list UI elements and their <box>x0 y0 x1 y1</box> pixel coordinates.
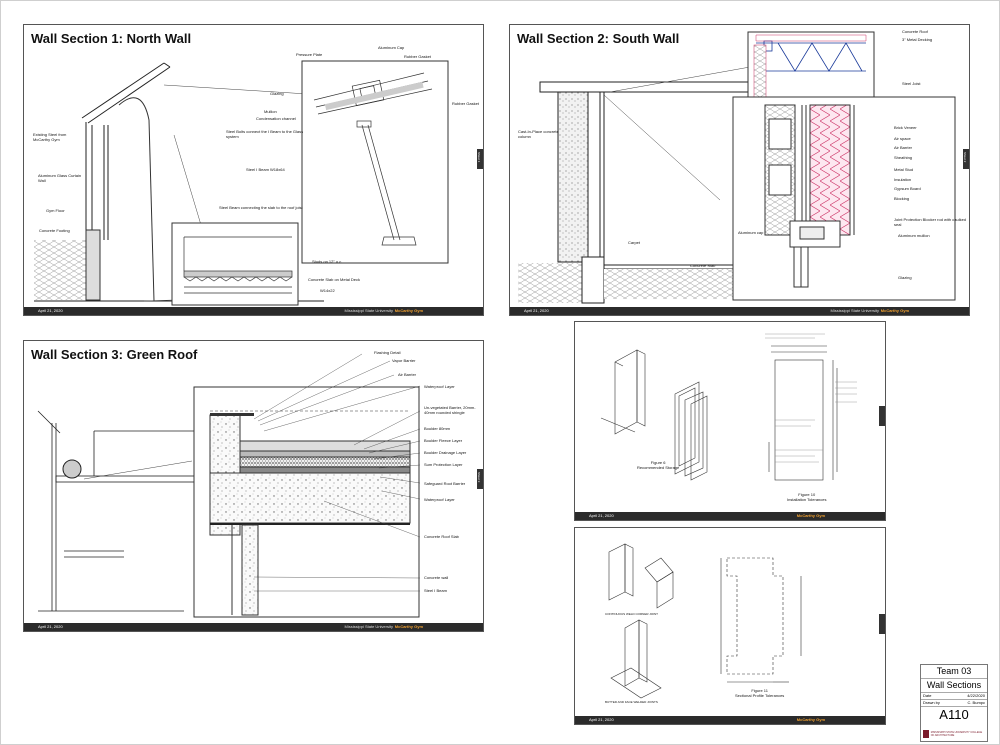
date-label: Date <box>923 693 932 698</box>
drawn-by-label: Drawn by <box>923 700 940 705</box>
logo-mark-icon <box>923 730 929 738</box>
sheet-green-roof: Wall Section 3: Green Roof <box>23 340 484 632</box>
label-existing-steel: Existing Steel from McCarthy Gym <box>33 132 67 142</box>
label-steel-bolts: Steel Bolts connect the I Beam to the Gl… <box>226 129 304 139</box>
label-flashing-detail: Flashing Detail <box>374 350 401 355</box>
sheet-footer: April 21, 2020 Mississippi State Univers… <box>510 307 969 315</box>
sheet-footer: April 21, 2020 McCarthy Gym <box>575 512 885 520</box>
installation-tolerance-drawing <box>600 333 857 481</box>
label-carpet: Carpet <box>628 240 641 245</box>
label-rubber-gasket: Rubber Gasket <box>404 54 431 59</box>
sheet-tab: Sheet 2 <box>963 149 969 169</box>
team-name: Team 03 <box>921 665 987 679</box>
label-w14x22: W14x22 <box>320 288 335 293</box>
label-steel-i-beam: Steel I Beam <box>424 588 447 593</box>
label-concrete-slab: Concrete Slab <box>690 263 716 268</box>
sheet-north-wall: Wall Section 1: North Wall <box>23 24 484 316</box>
label-boulder-fleece: Boulder Fleece Layer <box>424 438 463 443</box>
label-concrete-wall: Concrete wall <box>424 575 449 580</box>
label-steel-joist: Steel Joist <box>902 81 921 86</box>
label-steel-beam-slab: Steel Beam connecting the slab to the ro… <box>219 205 303 210</box>
label-brick-veneer: Brick Veneer <box>894 125 917 130</box>
label-aluminum-mullion: Aluminum mullion <box>898 233 930 238</box>
figure-caption-sectional: Figure 11 Sectional Profile Tolerances <box>735 688 785 698</box>
label-concrete-roof-slab: Concrete Roof Slab <box>424 534 459 539</box>
figure-caption-storage: Figure 6 Recommended Storage <box>637 460 680 470</box>
label-mullion: Mullion <box>264 109 277 114</box>
label-glazing: Glazing <box>270 91 284 96</box>
label-waterproof-layer: Waterproof Layer <box>424 384 455 389</box>
figure-caption-installation: Figure 10 Installation Tolerances <box>787 492 827 502</box>
sheet-name: Wall Sections <box>921 678 987 693</box>
label-gypsum-board: Gypsum Board <box>894 186 921 191</box>
sheet-footer: April 21, 2020 Mississippi State Univers… <box>24 307 483 315</box>
sheet-number: A110 <box>939 707 969 722</box>
label-air-barrier: Air Barrier <box>894 145 913 150</box>
sheet-south-wall: Wall Section 2: South Wall <box>509 24 970 316</box>
label-metal-decking: 3" Metal Decking <box>902 37 933 42</box>
label-gym-floor: Gym Floor <box>46 208 65 213</box>
date-value: 4/22/2020 <box>967 693 985 698</box>
label-aluminum-cap: Aluminum cap <box>738 230 764 235</box>
profile-tolerance-drawing <box>608 543 802 699</box>
university-logo: MISSISSIPPI STATE UNIVERSITY COLLEGE OF … <box>923 729 985 739</box>
label-sheathing: Sheathing <box>894 155 913 160</box>
label-steel-i-beam: Steel I Beam W18x64 <box>246 167 285 172</box>
label-curtain-wall: Aluminum Glass Curtain Wall <box>38 173 82 183</box>
label-boulder-drainage: Boulder Drainage Layer <box>424 450 467 455</box>
figure-caption-corner-joint: CONTINUOUS WELD CORNER JOINT <box>605 612 659 616</box>
sheet-tab: Sheet 3 <box>477 469 483 489</box>
sheet-footer: April 21, 2020 Mississippi State Univers… <box>24 623 483 631</box>
label-air-space: Air space <box>894 136 911 141</box>
sheet-tab <box>879 406 885 426</box>
sheet-footer: April 21, 2020 McCarthy Gym <box>575 716 885 724</box>
green-roof-section-drawing <box>37 353 421 618</box>
label-condensation-channel: Condensation channel <box>256 116 296 121</box>
drawn-by-row: Drawn by C. Bumpc <box>921 699 987 707</box>
south-wall-section-drawing <box>518 31 956 304</box>
label-waterproof-layer-2: Waterproof Layer <box>424 497 455 502</box>
label-insulation: Insulation <box>894 177 912 182</box>
figure-caption-butted-joints: BUTTED AND FACE WELDED JOINTS <box>605 700 658 704</box>
label-studs: Studs on 12" o.c. <box>312 259 343 264</box>
label-concrete-footing: Concrete Footing <box>39 228 70 233</box>
sheet-profile-tolerances: CONTINUOUS WELD CORNER JOINT BUTTED AND … <box>574 527 886 725</box>
label-root-barrier: Safeguard Root Barrier <box>424 481 466 486</box>
label-rubber-gasket-2: Rubber Gasket <box>452 101 479 106</box>
sheet-tab: Sheet 1 <box>477 149 483 169</box>
label-blocking: Blocking <box>894 196 910 201</box>
date-row: Date 4/22/2020 <box>921 692 987 700</box>
drawn-by-value: C. Bumpc <box>967 700 985 705</box>
label-concrete-slab-deck: Concrete Slab on Metal Deck <box>308 277 361 282</box>
label-air-barrier: Air Barrier <box>398 372 417 377</box>
label-joint-protection: Joint Protection Blocker rod with caulke… <box>894 217 967 227</box>
sheet-title: Wall Section 1: North Wall <box>31 31 192 46</box>
label-concrete-roof: Concrete Roof <box>902 29 928 34</box>
title-block: Team 03 Wall Sections Date 4/22/2020 Dra… <box>920 664 988 742</box>
sheet-title: Wall Section 3: Green Roof <box>31 347 198 362</box>
label-aluminum-cap: Aluminum Cap <box>378 45 405 50</box>
label-sum-protection: Sum Protection Layer <box>424 462 463 467</box>
label-cast-in-place: Cast-In-Place concrete column <box>518 129 559 139</box>
sheet-tab <box>879 614 885 634</box>
label-vapor-barrier: Vapor Barrier <box>392 358 416 363</box>
sheet-title: Wall Section 2: South Wall <box>517 31 680 46</box>
label-glazing: Glazing <box>898 275 912 280</box>
north-wall-section-drawing <box>34 60 449 306</box>
sheet-installation-tolerances: Figure 6 Recommended Storage Figure 10 I… <box>574 321 886 521</box>
label-unvegetated-barrier: Un-vegetated Barrier, 20mm-40mm rounded … <box>424 405 476 415</box>
label-pressure-plate: Pressure Plate <box>296 52 323 57</box>
label-metal-stud: Metal Stud <box>894 167 914 172</box>
logo-text: MISSISSIPPI STATE UNIVERSITY COLLEGE OF … <box>930 731 983 737</box>
label-boulder-80mm: Boulder 80mm <box>424 426 451 431</box>
